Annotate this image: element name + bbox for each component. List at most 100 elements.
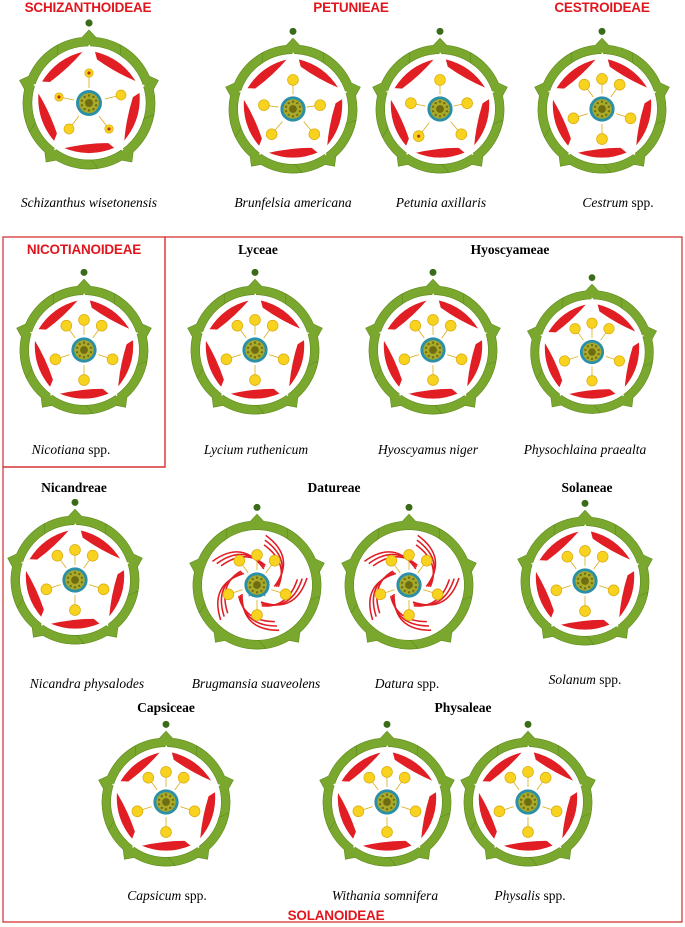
ovule (590, 343, 594, 347)
floral-diagram-petunia (372, 27, 508, 174)
petal-spiral (372, 571, 395, 617)
sepal (19, 44, 59, 133)
stamen-anther (613, 355, 625, 367)
petal-gap (292, 52, 300, 69)
stamen-anther (613, 78, 626, 91)
ovule (169, 794, 172, 798)
ovule (83, 95, 86, 99)
stamen-anther (420, 554, 433, 567)
ovule (89, 346, 93, 349)
petal-lobe (535, 569, 555, 620)
petal-spiral (239, 594, 277, 627)
petal-spiral (220, 571, 243, 617)
stamen-anther (279, 588, 292, 601)
stamen-anther (160, 826, 172, 838)
petal-lobe (618, 569, 635, 620)
sepal (527, 297, 564, 380)
petal-gap (624, 562, 639, 575)
petal-gap (50, 379, 57, 396)
stamen-anther (493, 805, 506, 818)
petal-lobe (228, 387, 281, 400)
petal-lobe (123, 91, 141, 143)
petal-gap (353, 831, 360, 848)
petal-gap (88, 44, 96, 62)
ovule (262, 581, 266, 584)
bract-dot (71, 498, 79, 506)
ovule (385, 793, 389, 796)
petal-gap (567, 783, 582, 796)
ovule (443, 101, 446, 105)
stamen-anther (160, 766, 172, 778)
ovule (284, 105, 288, 108)
ovule (605, 101, 608, 105)
tribe-label-capsiceae: Capsiceae (137, 700, 195, 715)
ovule (253, 356, 257, 359)
stamen-anther (86, 549, 99, 562)
petal-gap (559, 379, 566, 396)
ovule (584, 348, 587, 351)
petal-spiral (416, 539, 436, 588)
ovule (73, 571, 77, 574)
stamen-anther (434, 74, 446, 86)
petal-spiral (212, 551, 265, 570)
ovule (92, 107, 95, 111)
ovule (431, 356, 435, 359)
petal-spiral (261, 578, 303, 606)
stamen-anther (550, 584, 563, 597)
species-caption-capsicum: Capsicum spp. (127, 888, 207, 903)
ovule (531, 794, 534, 798)
stamen-anther (95, 319, 108, 332)
species-caption-physochlaina: Physochlaina praealta (523, 442, 647, 457)
stamen-anther (579, 605, 591, 617)
petal-spiral (389, 595, 427, 623)
petal-lobe (437, 299, 481, 331)
petal-lobe (623, 341, 640, 390)
stamen-anther (97, 583, 110, 596)
petal-lobe (393, 58, 436, 90)
species-caption-brugmansia: Brugmansia suaveolens (192, 676, 321, 691)
stamen-anther (265, 128, 278, 140)
petal-gap (184, 837, 200, 849)
petal-lobe (501, 839, 554, 852)
ovule (390, 794, 393, 798)
bract-dot (405, 503, 413, 511)
floral-diagram-physochlaina (527, 274, 657, 414)
tribe-label-lyceae: Lyceae (238, 242, 278, 257)
ovule (87, 354, 90, 358)
ovary-placenta (80, 346, 88, 354)
ovule (594, 356, 598, 359)
ovule (600, 115, 604, 118)
sepal (372, 51, 411, 138)
stamen-anther (233, 554, 246, 567)
petal-lobe (413, 146, 466, 159)
sepal (319, 744, 358, 831)
ovule (584, 353, 587, 356)
petal-lobe (28, 529, 71, 561)
ovule (434, 101, 437, 105)
species-caption-hyoscyamus: Hyoscyamus niger (377, 442, 479, 457)
stamen-anther (409, 805, 422, 818)
petal-lobe (544, 340, 563, 389)
stamen-anther (561, 550, 574, 563)
ovule (164, 793, 168, 796)
stamen-anther (249, 314, 261, 326)
petal-lobe (25, 568, 45, 619)
stamen-anther (266, 319, 279, 332)
petal-lobe (37, 90, 58, 143)
ovule (579, 585, 582, 589)
ovule (596, 113, 599, 117)
floral-diagram-nicotiana (16, 268, 152, 415)
subfamily-label-nicotianoideae: NICOTIANOIDEAE (27, 242, 141, 257)
petal-gap (102, 385, 118, 397)
ovule (586, 345, 590, 348)
ovary-placenta (429, 346, 437, 354)
stamen-anther (409, 319, 422, 332)
petal-lobe (205, 338, 225, 389)
ovule (248, 581, 252, 584)
floral-diagram-capsicum (98, 720, 234, 867)
stamen-anther (603, 323, 615, 335)
petal-lobe (444, 58, 488, 90)
ovule (533, 803, 537, 806)
petal-lobe (326, 97, 343, 148)
petal-lobe (34, 338, 54, 389)
